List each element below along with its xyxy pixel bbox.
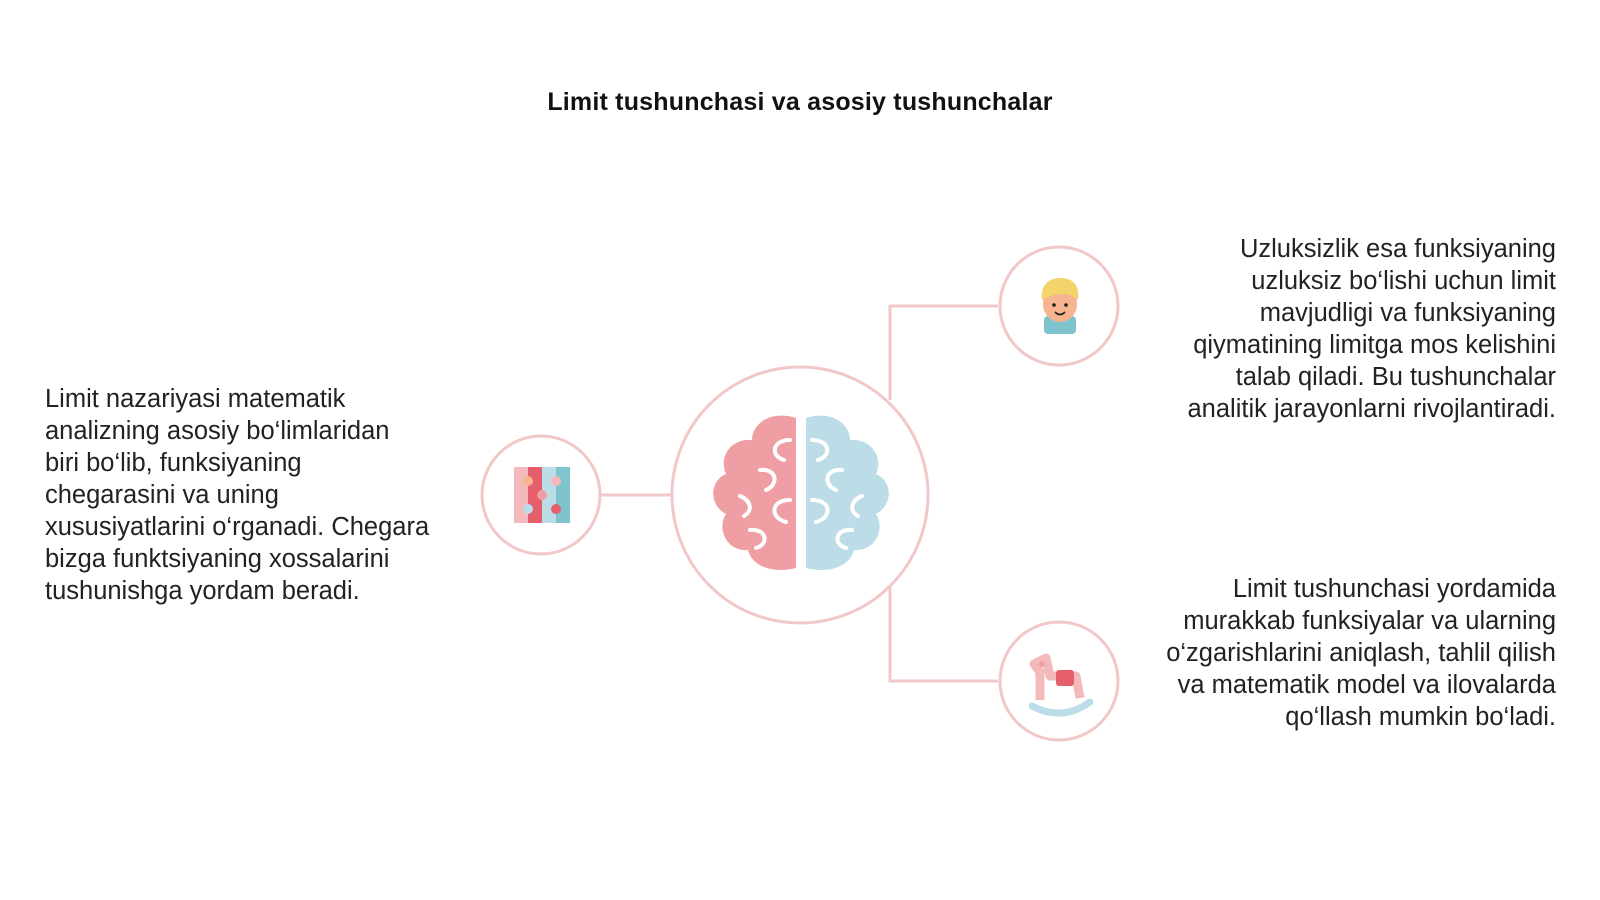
child-icon <box>1041 278 1079 334</box>
puzzle-icon <box>514 467 570 523</box>
brain-icon <box>713 415 889 570</box>
center-node <box>670 365 930 625</box>
rocking-horse-icon <box>1028 653 1094 717</box>
connector-bottom-right <box>888 588 998 683</box>
connector-top-right <box>888 304 998 400</box>
left-node <box>480 434 602 556</box>
left-text-block: Limit nazariyasi matematik analizning as… <box>45 385 430 605</box>
connector-lines <box>600 304 998 683</box>
page-title: Limit tushunchasi va asosiy tushunchalar <box>547 88 1053 116</box>
top-right-node <box>998 245 1120 367</box>
bottom-right-node <box>998 620 1120 742</box>
right-bottom-text-block: Limit tushunchasi yordamida murakkab fun… <box>1166 575 1556 731</box>
right-top-text-block: Uzluksizlik esa funksiyaning uzluksiz bo… <box>1187 235 1556 423</box>
